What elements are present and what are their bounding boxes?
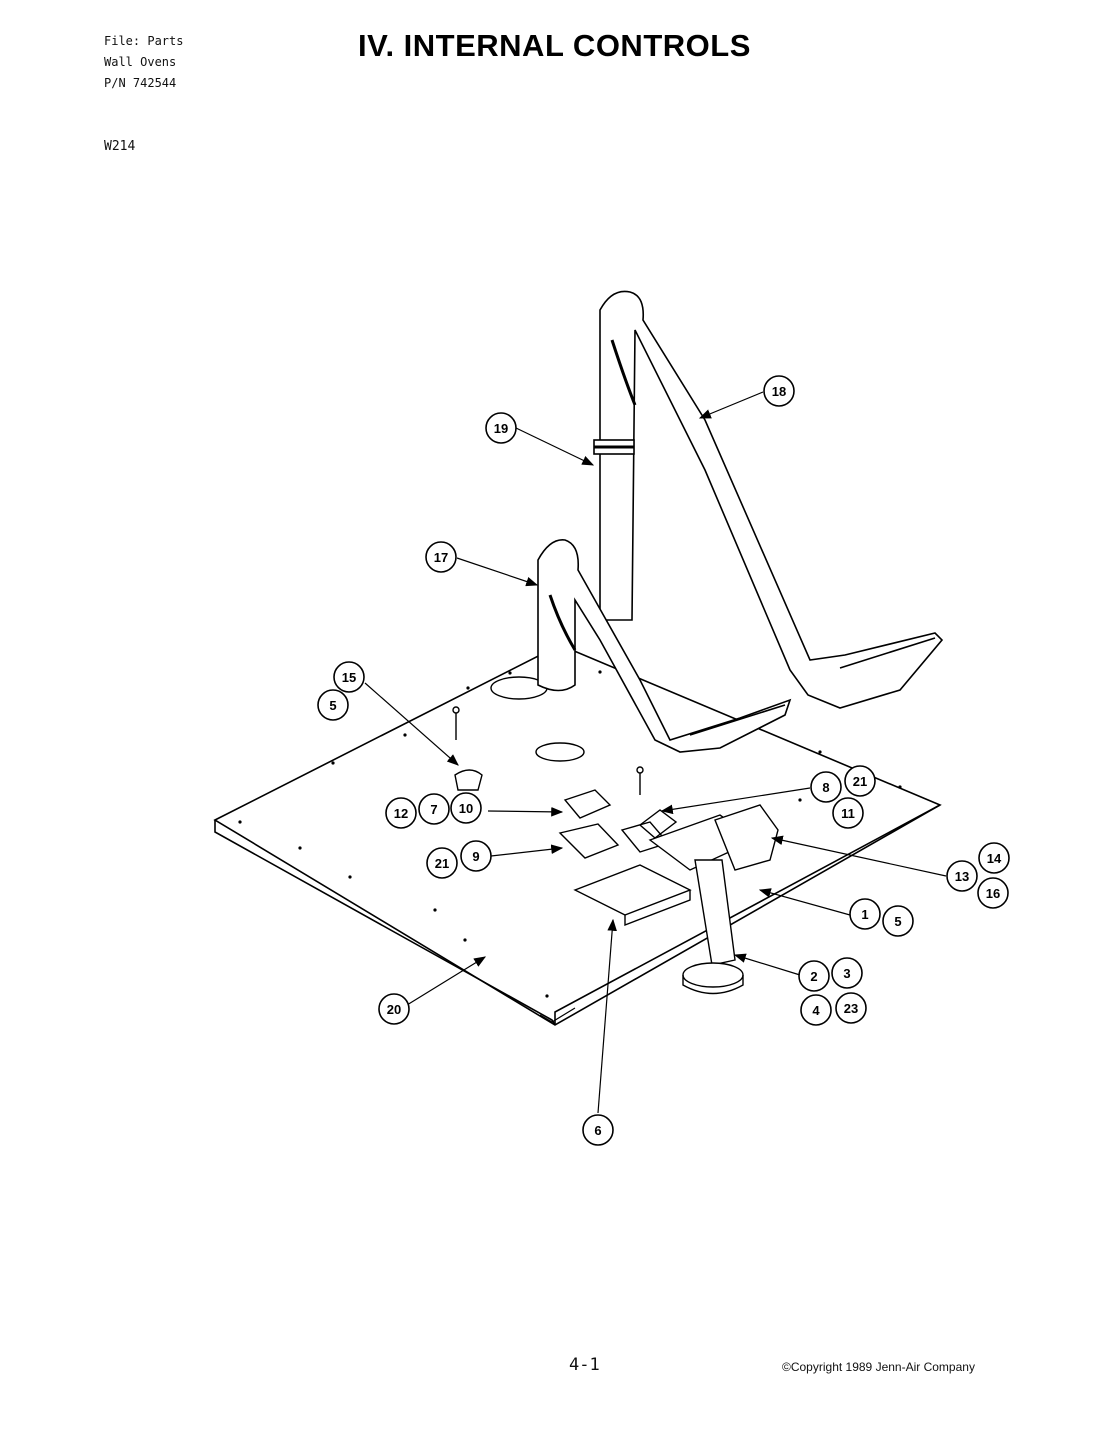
- callout-label: 21: [853, 774, 867, 789]
- callout-label: 6: [594, 1123, 601, 1138]
- control-components: [452, 706, 779, 995]
- callout-label: 14: [987, 851, 1002, 866]
- callout-19: 19: [485, 412, 517, 444]
- callout-18: 18: [763, 375, 795, 407]
- callout-label: 2: [810, 969, 817, 984]
- callout-label: 11: [841, 806, 855, 821]
- callout-label: 5: [329, 698, 336, 713]
- callout-label: 15: [342, 670, 356, 685]
- callout-16: 16: [977, 877, 1009, 909]
- callout-13: 13: [946, 860, 978, 892]
- callout-12: 12: [385, 797, 417, 829]
- callout-11: 11: [832, 797, 864, 829]
- callout-15: 15: [333, 661, 365, 693]
- callout-label: 4: [812, 1003, 820, 1018]
- callout-label: 20: [387, 1002, 401, 1017]
- callout-label: 9: [472, 849, 479, 864]
- callout-label: 1: [861, 907, 868, 922]
- callout-label: 18: [772, 384, 786, 399]
- short-vent-tube: [537, 539, 792, 753]
- part-number-label: P/N 742544: [104, 76, 177, 90]
- callout-label: 3: [843, 966, 850, 981]
- callout-label: 23: [844, 1001, 858, 1016]
- callout-23: 23: [835, 992, 867, 1024]
- callout-label: 12: [394, 806, 408, 821]
- plate-openings: [490, 676, 585, 762]
- plate-holes: [238, 670, 902, 998]
- callout-17: 17: [425, 541, 457, 573]
- callout-21: 21: [844, 765, 876, 797]
- page-title: IV. INTERNAL CONTROLS: [358, 28, 751, 63]
- callout-7: 7: [418, 793, 450, 825]
- file-label: File: Parts: [104, 34, 184, 48]
- callout-label: 21: [435, 856, 449, 871]
- callout-14: 14: [978, 842, 1010, 874]
- callout-4: 4: [800, 994, 832, 1026]
- callout-label: 16: [986, 886, 1000, 901]
- callout-label: 5: [894, 914, 901, 929]
- callout-1: 1: [849, 898, 881, 930]
- callout-9: 9: [460, 840, 492, 872]
- tall-vent-tube: [593, 290, 944, 709]
- callout-21: 21: [426, 847, 458, 879]
- callout-8: 8: [810, 771, 842, 803]
- callout-10: 10: [450, 792, 482, 824]
- callout-label: 10: [459, 801, 473, 816]
- callout-label: 8: [822, 780, 829, 795]
- callout-20: 20: [378, 993, 410, 1025]
- model-number: W214: [104, 139, 136, 154]
- callout-5: 5: [317, 689, 349, 721]
- callout-3: 3: [831, 957, 863, 989]
- callout-5: 5: [882, 905, 914, 937]
- leader-lines: [364, 391, 947, 1114]
- callout-2: 2: [798, 960, 830, 992]
- callout-label: 13: [955, 869, 969, 884]
- callout-label: 7: [430, 802, 437, 817]
- callout-label: 19: [494, 421, 508, 436]
- page-number: 4-1: [569, 1355, 600, 1375]
- callout-6: 6: [582, 1114, 614, 1146]
- product-label: Wall Ovens: [104, 55, 177, 69]
- callout-label: 17: [434, 550, 448, 565]
- copyright-notice: ©Copyright 1989 Jenn-Air Company: [782, 1360, 975, 1374]
